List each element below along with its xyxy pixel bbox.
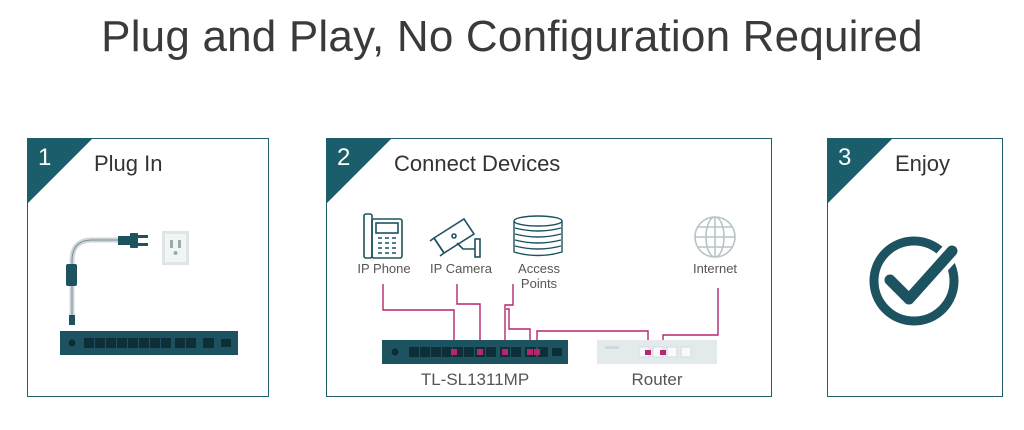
connection-lines [382, 284, 719, 349]
cable-ferrite [66, 264, 77, 286]
checkmark-icon [869, 236, 962, 326]
access-point-icon [513, 215, 563, 257]
router-label: Router [631, 370, 683, 389]
access-points-label-line2: Points [520, 276, 558, 291]
access-points-label-line1: Access [518, 261, 560, 276]
switch-device [60, 331, 238, 355]
step-2-panel: 2 Connect Devices [326, 138, 772, 397]
ip-phone-label: IP Phone [357, 261, 411, 276]
switch-model-label: TL-SL1311MP [420, 370, 530, 389]
globe-icon [694, 216, 736, 258]
router-device [597, 340, 717, 364]
step-title: Enjoy [895, 151, 951, 176]
step-badge [327, 139, 392, 204]
step-badge [828, 139, 893, 204]
step-badge [28, 139, 93, 204]
plug-in-illustration [60, 231, 238, 355]
wall-outlet-icon [162, 231, 189, 265]
step-1-panel: 1 Plug In [27, 138, 269, 397]
step-number: 2 [337, 144, 351, 171]
switch-device [382, 340, 568, 364]
ip-phone-icon [363, 213, 403, 259]
page-headline: Plug and Play, No Configuration Required [101, 12, 923, 61]
step-title: Plug In [94, 151, 163, 176]
connect-devices-illustration [363, 213, 736, 364]
step-title: Connect Devices [394, 151, 561, 176]
power-plug-icon [118, 233, 148, 248]
internet-label: Internet [692, 261, 738, 276]
step-number: 1 [38, 144, 52, 171]
step-3-panel: 3 Enjoy [827, 138, 1003, 397]
ip-camera-label: IP Camera [430, 261, 492, 276]
step-number: 3 [838, 144, 852, 171]
ip-camera-icon [429, 217, 481, 258]
